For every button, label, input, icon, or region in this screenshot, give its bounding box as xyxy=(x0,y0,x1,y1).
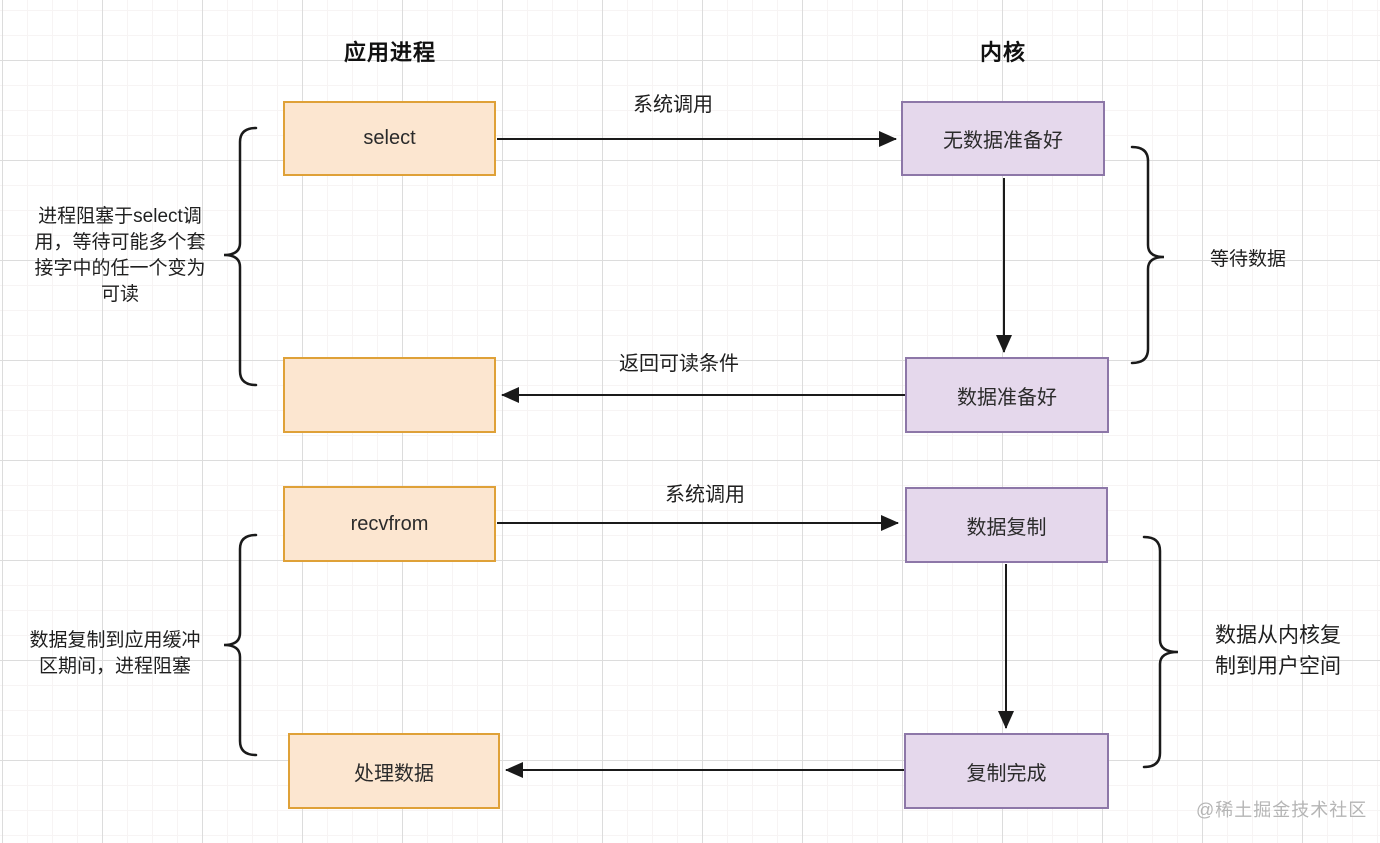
label-return-readable: 返回可读条件 xyxy=(619,353,739,375)
node-copy-done: 复制完成 xyxy=(904,733,1109,809)
label-kernel-to-user-copy: 数据从内核复 制到用户空间 xyxy=(1215,624,1341,678)
brace-right-wait-data xyxy=(1130,145,1165,365)
node-handle-data: 处理数据 xyxy=(288,733,500,809)
column-title-kernel: 内核 xyxy=(979,40,1026,65)
node-data-ready: 数据准备好 xyxy=(905,357,1109,433)
label-select-blocking: 进程阻塞于select调 用，等待可能多个套 接字中的任一个变为 可读 xyxy=(34,206,206,305)
brace-left-copy-block xyxy=(223,533,258,757)
label-copy-blocking: 数据复制到应用缓冲 区期间，进程阻塞 xyxy=(29,630,201,677)
node-select: select xyxy=(283,101,496,176)
watermark-juejin: @稀土掘金技术社区 xyxy=(1196,800,1368,820)
column-title-application-process: 应用进程 xyxy=(343,40,436,65)
node-data-copy: 数据复制 xyxy=(905,487,1108,563)
label-wait-data: 等待数据 xyxy=(1209,249,1286,270)
node-no-data-ready: 无数据准备好 xyxy=(901,101,1105,176)
node-blocked-empty xyxy=(283,357,496,433)
brace-right-kernel-copy xyxy=(1142,535,1179,769)
label-syscall-select: 系统调用 xyxy=(633,94,713,116)
label-syscall-recvfrom: 系统调用 xyxy=(665,484,745,506)
node-recvfrom: recvfrom xyxy=(283,486,496,562)
